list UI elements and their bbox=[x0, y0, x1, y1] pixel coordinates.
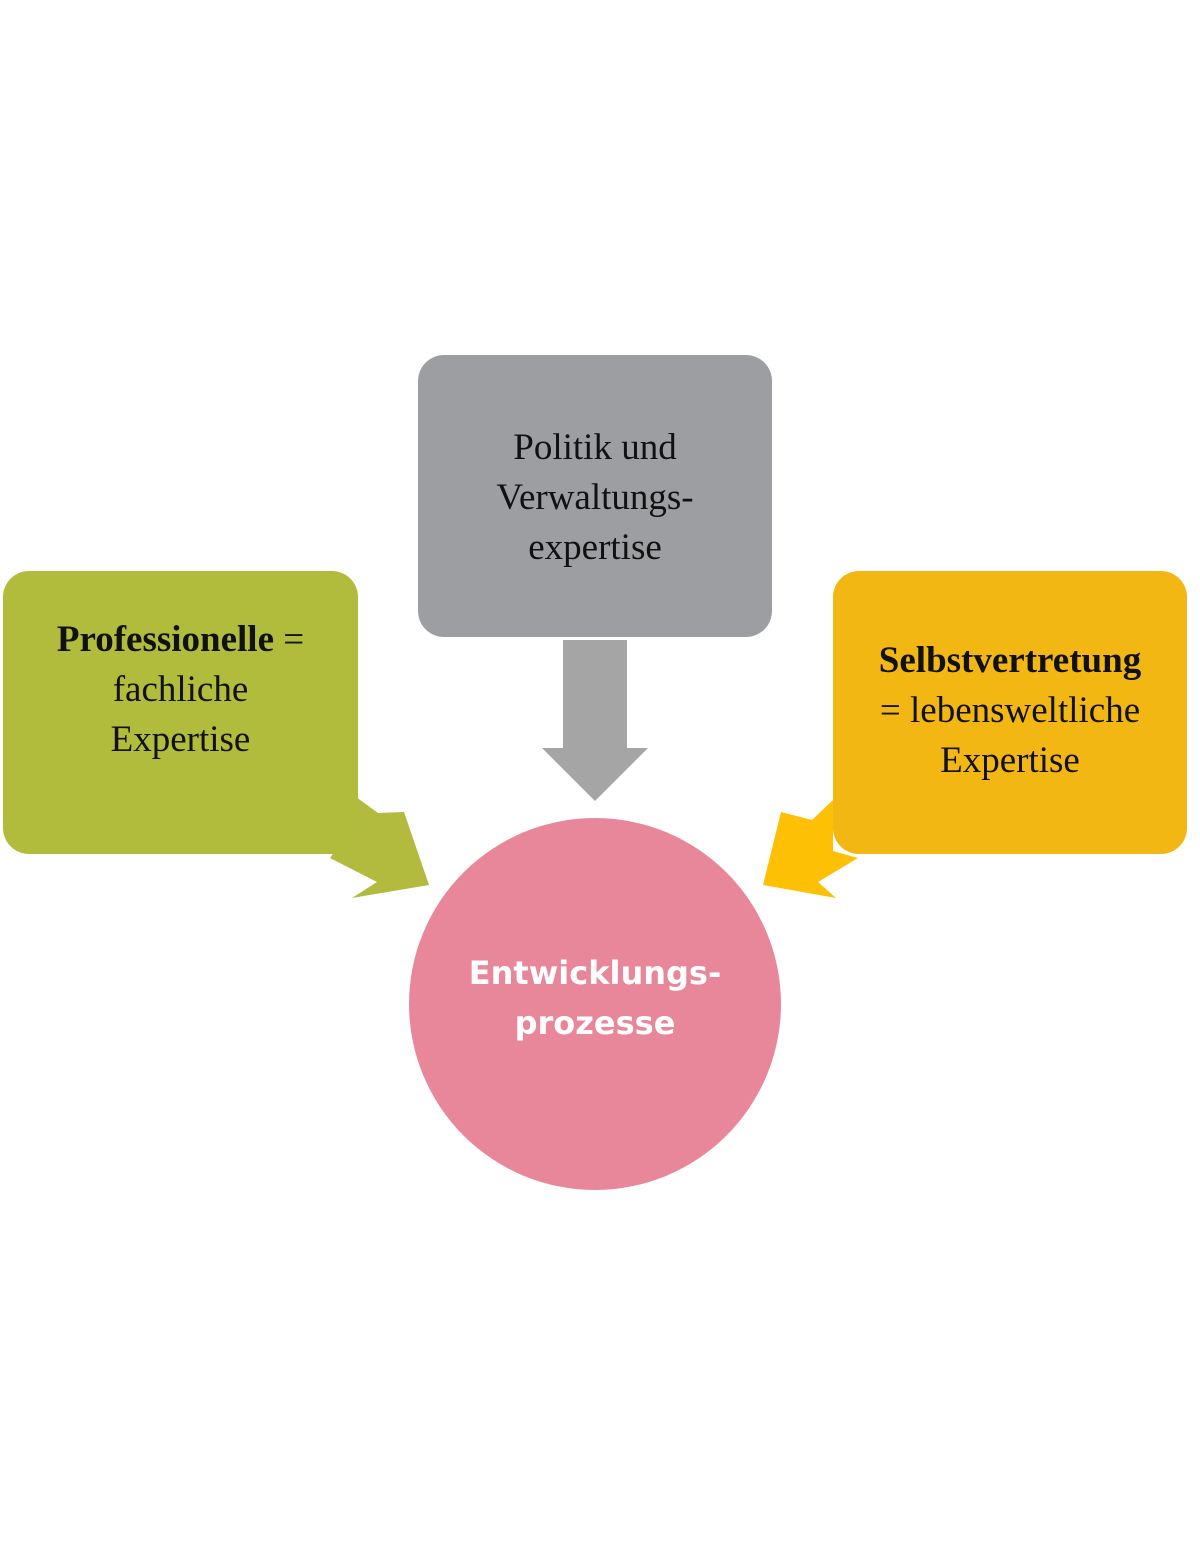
arrow-yellow bbox=[763, 800, 858, 898]
entwicklungsprozesse-circle: Entwicklungs- prozesse bbox=[409, 818, 781, 1190]
selbstvertretung-bold: Selbstvertretung bbox=[878, 640, 1142, 681]
professionelle-equals: = bbox=[274, 619, 305, 660]
entwicklung-line-2: prozesse bbox=[514, 1004, 676, 1042]
professionelle-line-3: Expertise bbox=[110, 719, 251, 760]
arrow-green bbox=[330, 797, 429, 898]
professionelle-bold: Professionelle bbox=[56, 619, 275, 660]
politik-box: Politik und Verwaltungs- expertise bbox=[418, 355, 772, 637]
selbstvertretung-line-1: Selbstvertretung bbox=[879, 636, 1141, 686]
politik-line-2: Verwaltungs- bbox=[496, 477, 694, 518]
professionelle-box: Professionelle = fachliche Expertise bbox=[3, 571, 358, 854]
entwicklung-line-1: Entwicklungs- bbox=[468, 954, 722, 992]
arrow-down-gray bbox=[542, 640, 648, 801]
politik-line-1: Politik und bbox=[513, 427, 677, 468]
politik-line-3: expertise bbox=[528, 527, 662, 568]
selbstvertretung-line-2: = lebensweltliche bbox=[879, 690, 1141, 731]
professionelle-line-1: Professionelle = bbox=[57, 615, 304, 665]
selbstvertretung-box: Selbstvertretung = lebensweltliche Exper… bbox=[833, 571, 1187, 854]
professionelle-line-2: fachliche bbox=[112, 669, 249, 710]
selbstvertretung-line-3: Expertise bbox=[940, 740, 1080, 781]
